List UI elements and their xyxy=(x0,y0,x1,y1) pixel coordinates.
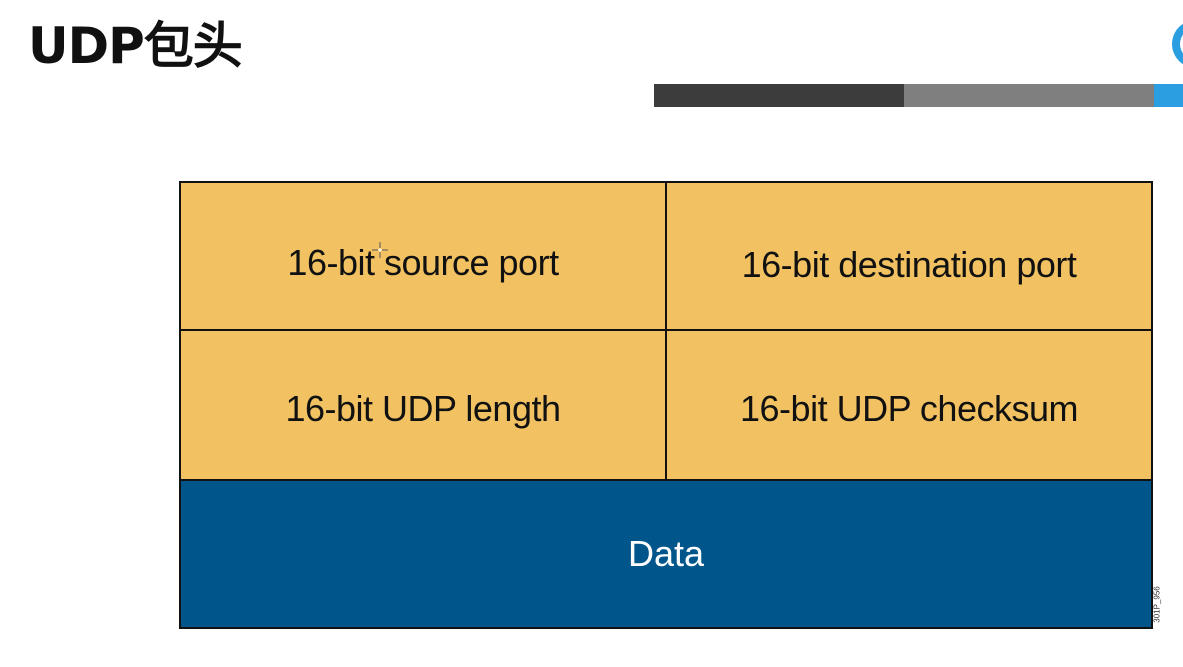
corner-logo-circle xyxy=(1172,20,1183,68)
figure-code: 301P_956 xyxy=(1150,578,1164,630)
data-label: Data xyxy=(627,533,705,574)
udp-checksum-label: 16-bit UDP checksum xyxy=(740,388,1078,429)
crosshair-cursor-icon xyxy=(372,242,388,258)
udp-length-label: 16-bit UDP length xyxy=(285,388,562,429)
udp-length-field: 16-bit UDP length xyxy=(181,331,667,481)
udp-header-diagram: 16-bit source port 16-bit destination po… xyxy=(179,181,1153,629)
destination-port-label: 16-bit destination port xyxy=(741,244,1077,285)
figure-code-label: 301P_956 xyxy=(1152,585,1162,623)
source-port-label: 16-bit source port xyxy=(287,242,559,283)
title-divider-dark xyxy=(654,84,904,107)
source-port-field: 16-bit source port xyxy=(181,183,667,331)
data-field: Data xyxy=(181,481,1151,627)
title-divider-gray xyxy=(904,84,1154,107)
title-divider-accent xyxy=(1154,84,1183,107)
destination-port-field: 16-bit destination port xyxy=(667,183,1151,331)
udp-checksum-field: 16-bit UDP checksum xyxy=(667,331,1151,481)
page-title: UDP包头 xyxy=(28,17,243,75)
